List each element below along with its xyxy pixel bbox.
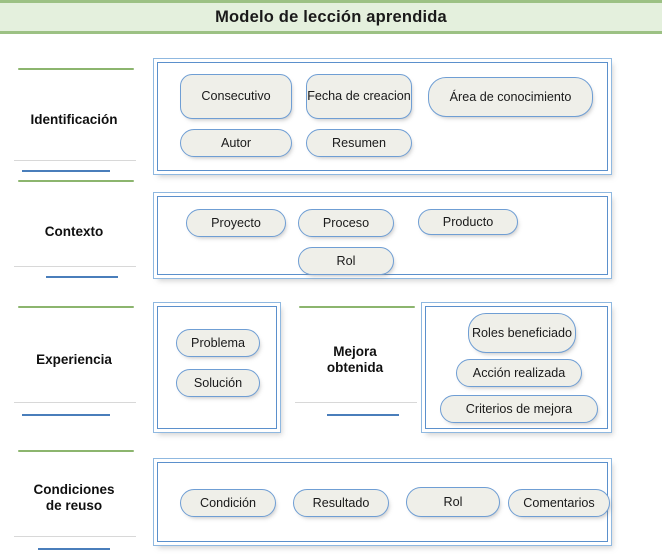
pill-condicion[interactable]: Condición <box>180 489 276 517</box>
rule-grey-divider <box>14 266 136 267</box>
panel-inner-identificacion: Consecutivo Fecha de creacion Área de co… <box>157 62 608 171</box>
panel-experiencia-problema-solucion: Problema Solución <box>153 302 281 433</box>
pill-comentarios[interactable]: Comentarios <box>508 489 610 517</box>
pill-area-de-conocimiento[interactable]: Área de conocimiento <box>428 77 593 117</box>
rule-green-top <box>299 306 415 308</box>
rule-grey-divider <box>295 402 417 403</box>
pill-accion-realizada[interactable]: Acción realizada <box>456 359 582 387</box>
pill-roles-beneficiado[interactable]: Roles beneficiado <box>468 313 576 353</box>
pill-problema[interactable]: Problema <box>176 329 260 357</box>
rule-blue-bottom <box>22 414 110 416</box>
panel-inner-experiencia-left: Problema Solución <box>157 306 277 429</box>
pill-producto[interactable]: Producto <box>418 209 518 235</box>
panel-condiciones-de-reuso: Condición Resultado Rol Comentarios <box>153 458 612 546</box>
label-column-identificacion: Identificación <box>14 62 136 177</box>
rule-grey-divider <box>14 160 136 161</box>
panel-inner-experiencia-right: Roles beneficiado Acción realizada Crite… <box>425 306 608 429</box>
page-title-bar: Modelo de lección aprendida <box>0 0 662 34</box>
rule-green-top <box>18 450 134 452</box>
label-column-condiciones-de-reuso: Condiciones de reuso <box>14 440 136 558</box>
section-label-condiciones-line1: Condiciones <box>33 482 115 497</box>
page-title: Modelo de lección aprendida <box>215 7 447 26</box>
section-label-experiencia: Experiencia <box>36 352 112 367</box>
pill-resultado[interactable]: Resultado <box>293 489 389 517</box>
section-label-contexto: Contexto <box>44 224 104 239</box>
label-column-contexto: Contexto <box>14 176 136 288</box>
section-label-condiciones-line2: de reuso <box>45 498 103 513</box>
pill-consecutivo[interactable]: Consecutivo <box>180 74 292 119</box>
pill-proceso[interactable]: Proceso <box>298 209 394 237</box>
pill-fecha-de-creacion[interactable]: Fecha de creacion <box>306 74 412 119</box>
pill-autor[interactable]: Autor <box>180 129 292 157</box>
panel-contexto: Proyecto Proceso Producto Rol <box>153 192 612 279</box>
rule-blue-bottom <box>38 548 110 550</box>
rule-blue-bottom <box>327 414 399 416</box>
section-label-mejora-obtenida: Mejora obtenida <box>326 344 384 375</box>
panel-inner-condiciones: Condición Resultado Rol Comentarios <box>157 462 610 542</box>
panel-identificacion: Consecutivo Fecha de creacion Área de co… <box>153 58 612 175</box>
rule-grey-divider <box>14 402 136 403</box>
pill-solucion[interactable]: Solución <box>176 369 260 397</box>
rule-grey-divider <box>14 536 136 537</box>
panel-experiencia-mejora: Roles beneficiado Acción realizada Crite… <box>421 302 612 433</box>
pill-rol[interactable]: Rol <box>298 247 394 275</box>
rule-blue-bottom <box>22 170 110 172</box>
label-column-experiencia: Experiencia <box>14 296 136 431</box>
rule-green-top <box>18 306 134 308</box>
rule-blue-bottom <box>46 276 118 278</box>
section-label-identificacion: Identificación <box>30 112 118 127</box>
rule-green-top <box>18 180 134 182</box>
rule-green-top <box>18 68 134 70</box>
panel-inner-contexto: Proyecto Proceso Producto Rol <box>157 196 608 275</box>
pill-proyecto[interactable]: Proyecto <box>186 209 286 237</box>
pill-rol[interactable]: Rol <box>406 487 500 517</box>
pill-criterios-de-mejora[interactable]: Criterios de mejora <box>440 395 598 423</box>
pill-resumen[interactable]: Resumen <box>306 129 412 157</box>
label-column-mejora-obtenida: Mejora obtenida <box>295 296 417 431</box>
